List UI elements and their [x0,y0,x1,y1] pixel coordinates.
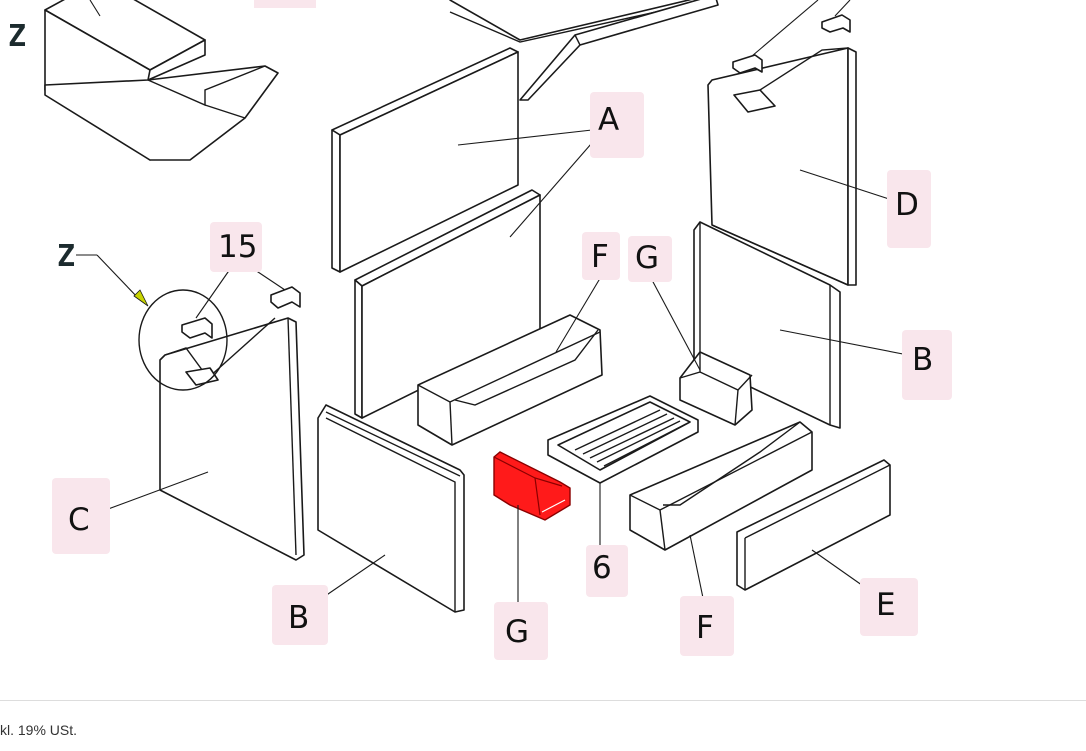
exploded-parts-diagram: A D B F G 15 C B G 6 F E Z Z [8,0,952,660]
label-6: 6 [592,550,612,586]
label-a: A [598,102,619,138]
part-e [736,459,891,596]
label-d: D [895,187,919,223]
zoom-callout [76,254,301,391]
label-c: C [68,502,90,538]
part-15-clips-top [732,0,851,74]
part-g-highlighted[interactable] [493,451,571,605]
part-c [91,317,305,561]
part-b-left [311,404,465,613]
part-z-detail [44,0,279,161]
part-f-upper [417,269,606,446]
label-z-top: Z [8,19,26,54]
label-b-bottom: B [288,600,309,636]
part-d [707,47,893,286]
labels [52,92,952,660]
part-top-baffle [449,0,719,101]
label-g-bottom: G [505,614,529,650]
diagram-svg: A D B F G 15 C B G 6 F E Z Z [8,0,952,660]
divider [0,700,1086,701]
part-g-highlight-shape[interactable] [493,451,571,521]
label-f-bottom: F [696,610,714,646]
label-e: E [876,587,896,623]
label-g-top: G [635,240,659,276]
part-f-lower [629,421,813,599]
label-f-top: F [591,239,609,275]
price-note: kl. 19% USt. [0,722,78,738]
label-15: 15 [218,229,257,265]
part-a-upper [331,47,593,273]
part-g-upper [651,279,753,426]
part-a-lower [354,135,599,419]
label-b-right: B [912,342,933,378]
label-bg-top-cut [254,0,316,8]
label-z-callout: Z [57,239,75,274]
part-6-ash-pan [547,395,699,545]
